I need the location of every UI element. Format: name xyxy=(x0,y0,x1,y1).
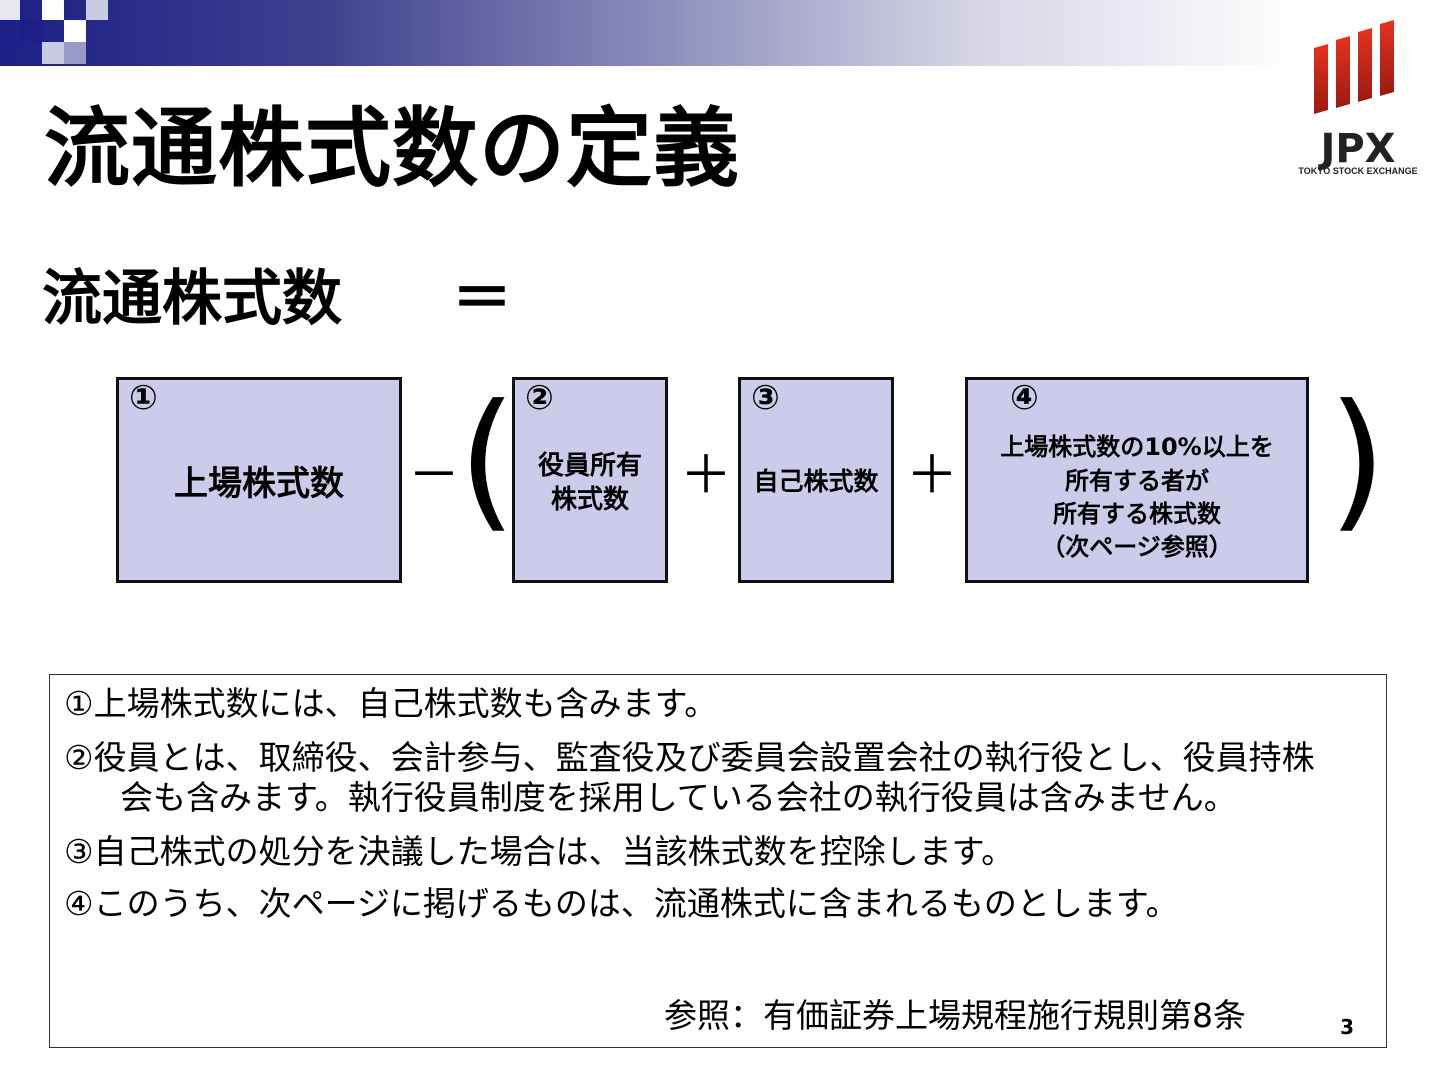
note-item: ②役員とは、取締役、会計参与、監査役及び委員会設置会社の執行役とし、役員持株 xyxy=(64,738,1315,777)
box-label-line: 上場株式数の10%以上を xyxy=(1000,433,1274,461)
header-square xyxy=(86,0,108,20)
box-label: 自己株式数 xyxy=(753,467,879,496)
box-number: ③ xyxy=(751,378,780,418)
box-treasury-shares: ③ 自己株式数 xyxy=(738,377,894,583)
equals-sign: ＝ xyxy=(452,264,512,334)
minus-operator: － xyxy=(408,446,461,506)
box-label-line: 所有する者が xyxy=(1065,467,1209,495)
box-officer-shares: ② 役員所有 株式数 xyxy=(512,377,668,583)
note-item: ③自己株式の処分を決議した場合は、当該株式数を控除します。 xyxy=(64,832,1015,871)
logo-text: JPX xyxy=(1320,126,1396,172)
note-item-continuation: 会も含みます。執行役員制度を採用している会社の執行役員は含みません。 xyxy=(120,778,1237,817)
box-label-line: （次ページ参照） xyxy=(1041,533,1233,561)
header-square xyxy=(20,20,42,42)
box-number: ② xyxy=(525,378,554,418)
formula-lhs: 流通株式数 xyxy=(42,264,342,334)
note-item: ④このうち、次ページに掲げるものは、流通株式に含まれるものとします。 xyxy=(64,884,1179,923)
box-label-line: 株式数 xyxy=(550,485,629,515)
close-paren: ) xyxy=(1328,373,1387,547)
header-square xyxy=(0,0,20,20)
header-square xyxy=(64,42,86,64)
plus-operator: ＋ xyxy=(906,446,959,506)
box-listed-shares: ① 上場株式数 xyxy=(116,377,402,583)
box-label-line: 所有する株式数 xyxy=(1053,500,1221,528)
box-number: ① xyxy=(129,378,158,418)
box-label-line: 役員所有 xyxy=(537,451,642,481)
header-gradient-bar xyxy=(0,0,1300,66)
page-title: 流通株式数の定義 xyxy=(44,99,740,199)
reference-note: 参照：有価証券上場規程施行規則第8条 xyxy=(664,996,1246,1035)
box-number: ④ xyxy=(1010,378,1039,418)
box-label: 上場株式数 xyxy=(174,464,344,504)
header-square xyxy=(42,42,64,64)
jpx-logo: JPX TOKYO STOCK EXCHANGE xyxy=(1292,18,1424,180)
notes-box: ①上場株式数には、自己株式数も含みます。 ②役員とは、取締役、会計参与、監査役及… xyxy=(49,674,1387,1048)
open-paren: ( xyxy=(458,373,517,547)
header-square xyxy=(42,0,64,20)
note-item: ①上場株式数には、自己株式数も含みます。 xyxy=(64,684,718,723)
header-square xyxy=(64,20,86,42)
plus-operator: ＋ xyxy=(680,446,733,506)
box-major-holder-shares: ④ 上場株式数の10%以上を 所有する者が 所有する株式数 （次ページ参照） xyxy=(965,377,1309,583)
logo-subtext: TOKYO STOCK EXCHANGE xyxy=(1298,166,1418,176)
page-number: 3 xyxy=(1340,1015,1354,1039)
jpx-logo-mark-icon xyxy=(1314,20,1394,114)
